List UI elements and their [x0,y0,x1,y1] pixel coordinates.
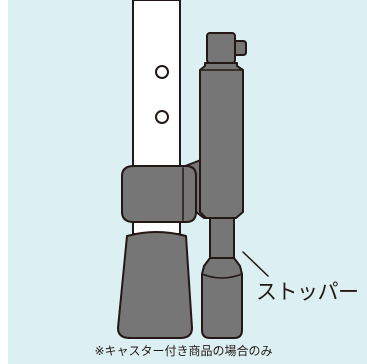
pipe-hole-lower [155,110,169,124]
pipe-hole-upper [155,65,169,79]
stopper-neck [209,217,235,259]
caster-footnote: ※キャスター付き商品の場合のみ [94,344,273,358]
stopper-upper-body [199,62,244,219]
clamp-collar [121,165,197,223]
rubber-foot-tip [117,231,193,339]
stopper-label: ストッパー [256,280,359,304]
stopper-foot-band [201,273,243,279]
stopper-lower-foot [201,257,243,339]
stopper-top-cap [206,32,236,64]
stopper-knob [234,40,247,56]
callout-leader-line [242,251,269,277]
